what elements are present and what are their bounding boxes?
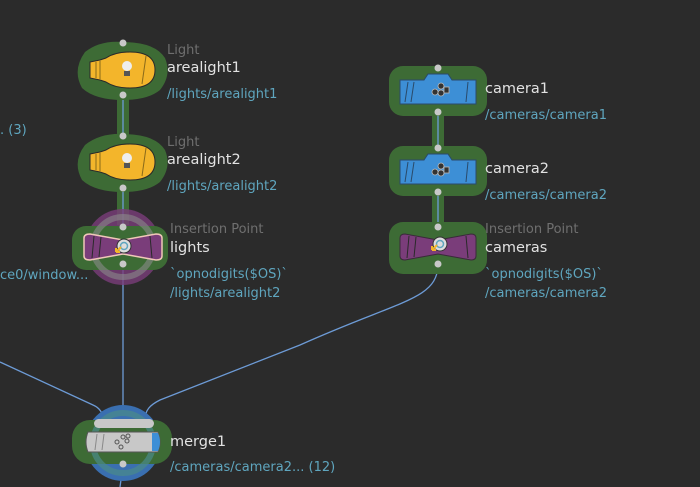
node-arealight1[interactable] [77, 39, 168, 101]
node-name-merge1[interactable]: merge1 [170, 434, 227, 450]
node-path: /lights/arealight1 [167, 87, 278, 102]
input-port[interactable] [434, 144, 442, 152]
camera-shape [399, 153, 477, 185]
offscreen-node-path-count: . (3) [0, 123, 27, 138]
node-type-label: Light [167, 43, 200, 58]
insertion-point-icon [115, 238, 132, 254]
node-type-label: Insertion Point [170, 222, 264, 237]
node-path: /cameras/camera2 [485, 188, 607, 203]
node-camera1[interactable] [389, 64, 487, 117]
node-path: /lights/arealight2 [170, 286, 281, 301]
display-flag[interactable] [152, 433, 160, 451]
chain-connectors [117, 95, 444, 228]
node-merge1[interactable] [72, 405, 172, 481]
lightbulb-icon [89, 143, 156, 181]
wire-cameras-to-merge1[interactable] [144, 265, 439, 421]
node-path: /cameras/camera2... (12) [170, 460, 336, 475]
insertion-point-icon [431, 236, 448, 252]
input-port[interactable] [119, 39, 127, 47]
node-arealight2[interactable] [77, 132, 168, 193]
node-lights[interactable] [72, 209, 168, 285]
node-name-cameras[interactable]: cameras [485, 240, 548, 256]
node-expression: `opnodigits($OS)` [485, 267, 603, 282]
output-port[interactable] [119, 260, 127, 268]
node-path: /cameras/camera1 [485, 108, 607, 123]
merge-icon [114, 433, 131, 450]
node-expression: `opnodigits($OS)` [170, 267, 288, 282]
output-port[interactable] [434, 260, 442, 268]
camera-icon [431, 162, 450, 177]
input-port[interactable] [434, 223, 442, 231]
node-type-label: Light [167, 135, 200, 150]
lightbulb-icon [89, 51, 156, 89]
offscreen-node-path: ce0/window... [0, 268, 89, 283]
node-name-camera2[interactable]: camera2 [485, 161, 549, 177]
output-port[interactable] [119, 184, 127, 192]
output-port[interactable] [119, 91, 127, 99]
node-type-label: Insertion Point [485, 222, 579, 237]
input-port[interactable] [119, 223, 127, 231]
output-port[interactable] [434, 108, 442, 116]
node-name-camera1[interactable]: camera1 [485, 81, 549, 97]
node-path: /cameras/camera2 [485, 286, 607, 301]
input-port[interactable] [434, 64, 442, 72]
node-path: /lights/arealight2 [167, 179, 278, 194]
wire-offscreen-to-merge1[interactable] [0, 361, 104, 421]
merge-shape [85, 431, 161, 453]
output-port[interactable] [119, 460, 127, 468]
node-camera2[interactable] [389, 144, 487, 197]
camera-icon [431, 82, 450, 97]
input-port[interactable] [119, 132, 127, 140]
output-port[interactable] [434, 188, 442, 196]
node-name-arealight2[interactable]: arealight2 [167, 152, 241, 168]
node-name-arealight1[interactable]: arealight1 [167, 60, 241, 76]
merge-top-bar [94, 419, 154, 428]
node-name-lights[interactable]: lights [170, 240, 210, 256]
camera-shape [399, 73, 477, 105]
node-cameras[interactable] [389, 222, 487, 274]
